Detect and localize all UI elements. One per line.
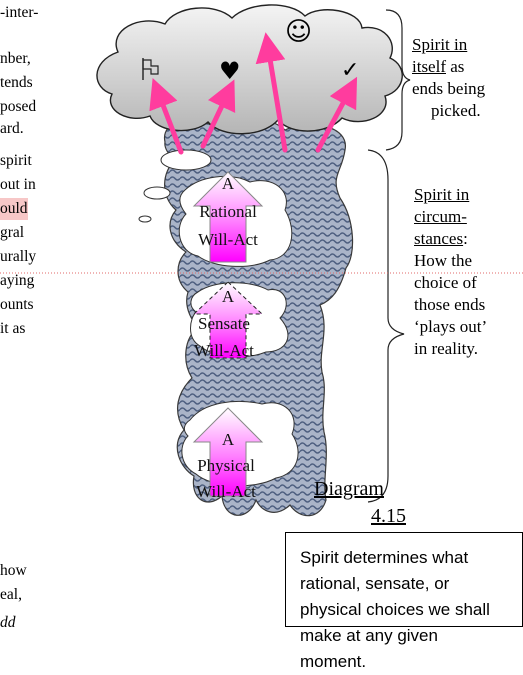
sensate-arrow-label-a: A (222, 287, 235, 306)
summary-box: Spirit determines what rational, sensate… (285, 532, 523, 627)
white-hole (161, 150, 211, 170)
physical-arrow-label-act: Will-Act (196, 482, 256, 501)
sensate-arrow-label-kind: Sensate (198, 314, 250, 333)
diagram-caption-number: 4.15 (371, 503, 406, 529)
spirit-itself-line: ends being (412, 78, 485, 100)
sensate-arrow-label-act: Will-Act (194, 341, 254, 360)
spirit-circumstances-brace (368, 150, 404, 502)
checkmark-icon: ✓ (341, 58, 359, 83)
spirit-circumstances-line: ‘plays out’ (414, 316, 487, 338)
rational-arrow-label-a: A (222, 174, 235, 193)
spirit-circumstances-line: in reality. (414, 338, 478, 360)
physical-arrow-label-a: A (222, 430, 235, 449)
spirit-circumstances-line: those ends (414, 294, 485, 316)
white-hole (139, 216, 151, 222)
heart-icon: ♥ (219, 57, 241, 85)
spirit-itself-line: picked. (431, 100, 481, 122)
physical-arrow-label-kind: Physical (197, 456, 255, 475)
smiley-icon: ☺ (285, 17, 312, 47)
spirit-itself-heading: Spirit in (412, 34, 467, 56)
white-hole (144, 187, 170, 199)
spirit-circumstances-line: choice of (414, 272, 477, 294)
rational-arrow-label-act: Will-Act (198, 230, 258, 249)
spirit-circumstances-line: How the (414, 250, 472, 272)
rational-arrow-label-kind: Rational (199, 202, 257, 221)
spirit-circumstances-heading: circum- (414, 206, 467, 228)
spirit-circumstances-heading: stances: (414, 228, 468, 250)
diagram-caption-title: Diagram (314, 476, 384, 502)
spirit-circumstances-heading: Spirit in (414, 184, 469, 206)
spirit-itself-line: itself as (412, 56, 464, 78)
